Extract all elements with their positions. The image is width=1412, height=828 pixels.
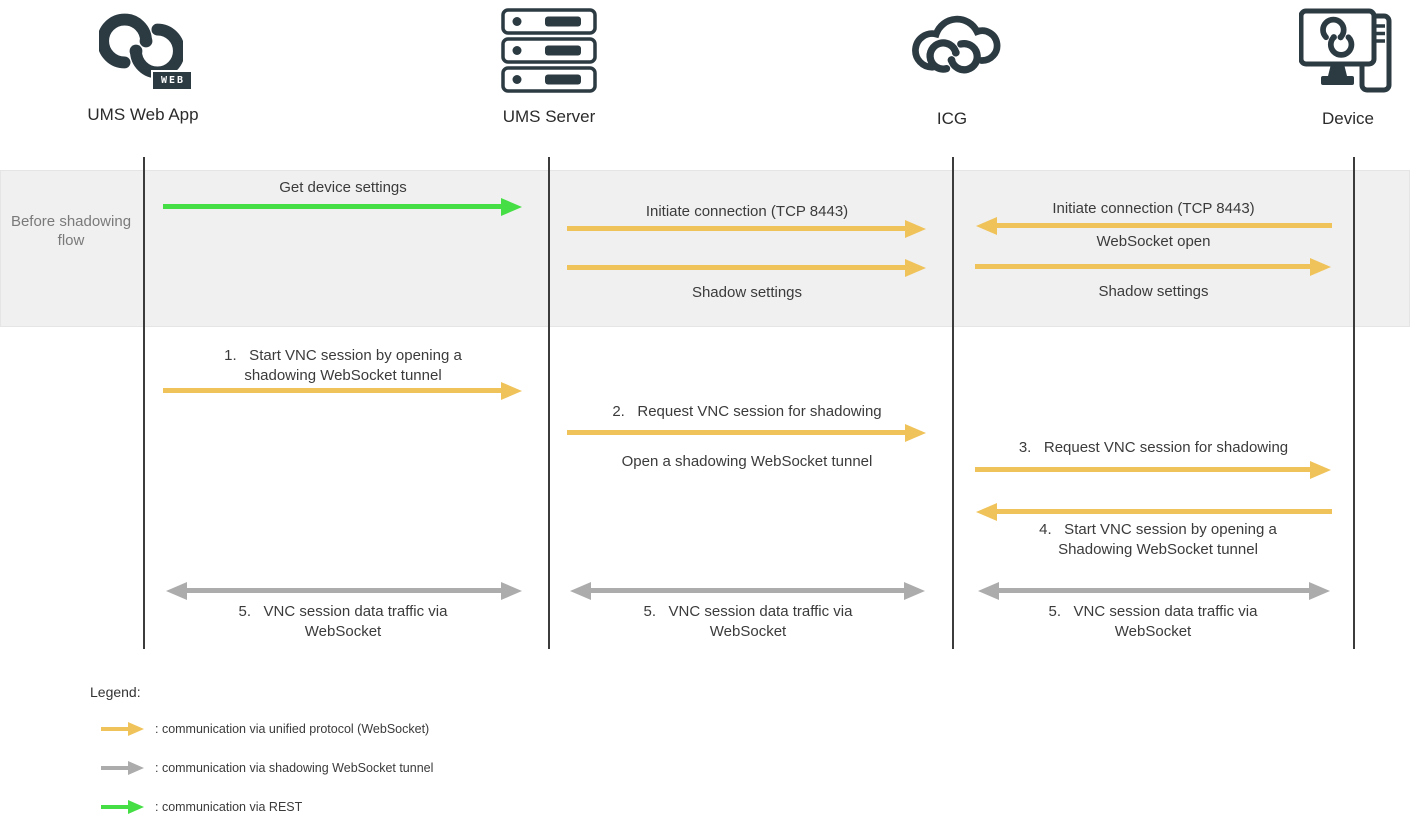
message-label-step2: 2. Request VNC session for shadowing — [612, 403, 882, 420]
message-label-get-device-settings: Get device settings — [279, 179, 407, 196]
device-icon — [1299, 8, 1395, 100]
arrow-get-device-settings — [163, 204, 502, 209]
message-label-step5-icg-device: 5. VNC session data traffic via WebSocke… — [1048, 603, 1262, 640]
legend-item-rest: : communication via REST — [155, 800, 303, 814]
lifeline-icg — [952, 157, 954, 649]
arrow-shadow-settings-icg-device — [975, 264, 1311, 269]
ums-web-app-icon: WEB — [99, 4, 194, 96]
arrow-step5-webapp-server — [186, 588, 502, 593]
message-label-websocket-open: WebSocket open — [1096, 233, 1211, 250]
server-rack-icon — [501, 8, 597, 93]
arrow-step4 — [996, 509, 1332, 514]
arrow-step5-server-icg — [590, 588, 905, 593]
legend-arrow-unified-websocket — [101, 727, 129, 731]
actor-label-icg: ICG — [936, 109, 968, 128]
message-label-step3: 3. Request VNC session for shadowing — [1018, 439, 1289, 456]
actor-label-device: Device — [1322, 109, 1374, 128]
legend-item-unified-websocket: : communication via unified protocol (We… — [155, 722, 430, 736]
arrow-shadow-settings-server-icg — [567, 265, 906, 270]
message-label-step2-note: Open a shadowing WebSocket tunnel — [621, 453, 873, 470]
device-monitor-icon — [1299, 8, 1392, 93]
message-label-step4: 4. Start VNC session by opening a Shadow… — [1039, 521, 1281, 558]
arrow-step1 — [163, 388, 502, 393]
lifeline-ums-web-app — [143, 157, 145, 649]
message-label-initiate-connection-device-icg: Initiate connection (TCP 8443) — [1052, 200, 1255, 217]
message-label-step5-server-icg: 5. VNC session data traffic via WebSocke… — [643, 603, 857, 640]
message-label-step1: 1. Start VNC session by opening a shadow… — [224, 347, 466, 384]
lifeline-ums-server — [548, 157, 550, 649]
legend-title: Legend: — [90, 684, 141, 700]
band-label: Before shadowing flow — [10, 213, 132, 249]
actor-label-ums-web-app: UMS Web App — [87, 105, 199, 124]
arrow-step3 — [975, 467, 1311, 472]
icg-icon — [905, 2, 1001, 94]
legend-arrow-shadowing-tunnel — [101, 766, 129, 770]
legend-item-shadowing-tunnel: : communication via shadowing WebSocket … — [155, 761, 434, 775]
cloud-logo-icon — [912, 15, 1001, 74]
arrow-initiate-connection-device-icg — [996, 223, 1332, 228]
message-label-shadow-settings-icg-device: Shadow settings — [1098, 283, 1209, 300]
legend-arrow-rest — [101, 805, 129, 809]
web-badge: WEB — [151, 70, 194, 91]
message-label-step5-webapp-server: 5. VNC session data traffic via WebSocke… — [238, 603, 452, 640]
message-label-initiate-connection-server-icg: Initiate connection (TCP 8443) — [645, 203, 849, 220]
arrow-initiate-connection-server-icg — [567, 226, 906, 231]
igel-web-logo-icon — [99, 13, 183, 79]
arrow-step5-icg-device — [998, 588, 1310, 593]
before-shadowing-flow-band: Before shadowing flow — [0, 170, 1410, 327]
actor-label-ums-server: UMS Server — [502, 107, 596, 126]
ums-server-icon — [501, 8, 597, 94]
message-label-shadow-settings-server-icg: Shadow settings — [691, 284, 803, 301]
lifeline-device — [1353, 157, 1355, 649]
arrow-step2 — [567, 430, 906, 435]
